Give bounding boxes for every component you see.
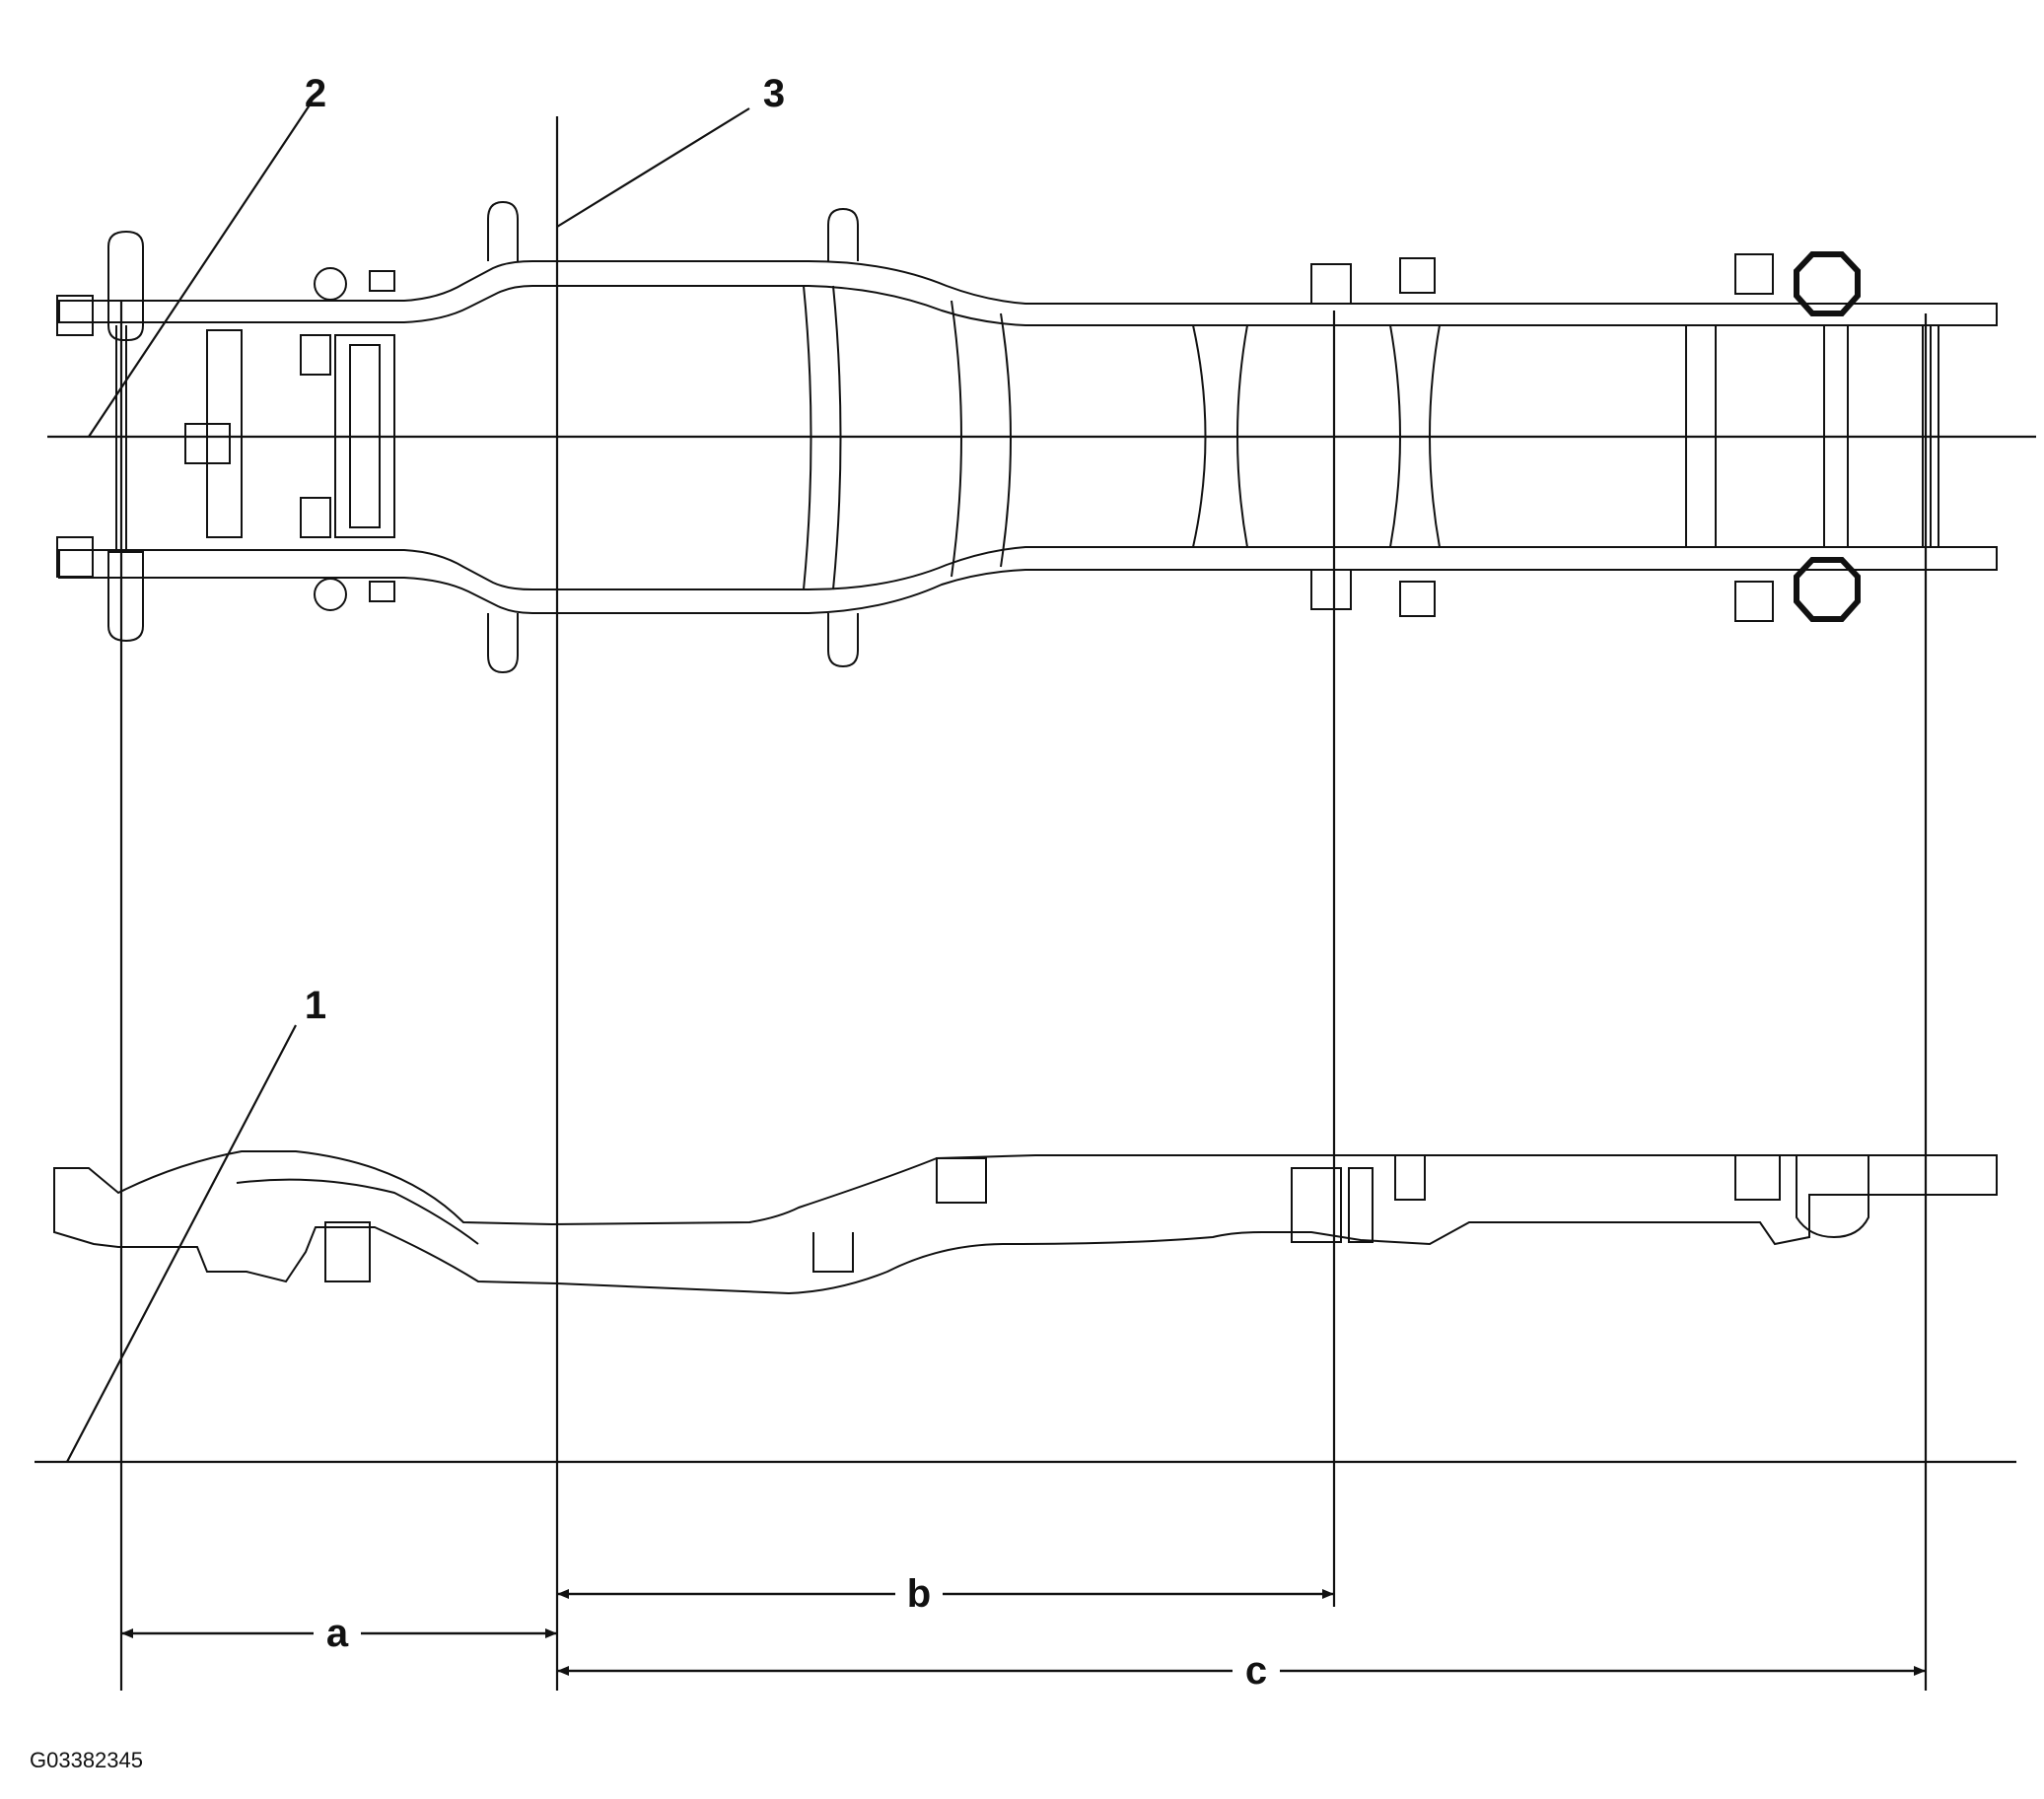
leader-2 — [88, 103, 312, 438]
rear-spring-hanger-lower — [1794, 557, 1861, 622]
frame-top-view — [56, 200, 1998, 674]
frame-side-view — [53, 1150, 1998, 1295]
radiator-support — [334, 334, 395, 538]
callout-2-label: 2 — [305, 72, 326, 115]
crossmember-4 — [1389, 324, 1441, 548]
reference-lines — [35, 116, 2036, 1691]
body-mount-1-lower — [487, 613, 519, 674]
front-hook-upper — [107, 230, 144, 341]
crossmember-6 — [1823, 324, 1849, 548]
side-mount-2 — [1394, 1154, 1426, 1201]
lower-frame-rail — [58, 546, 1998, 614]
rear-mount-upper-1 — [1310, 263, 1352, 305]
front-bumper-bracket-lower — [56, 536, 94, 578]
side-mount-1 — [1291, 1167, 1342, 1243]
side-crossmember-front — [324, 1221, 371, 1282]
side-mount-3 — [1734, 1154, 1781, 1201]
side-spring-hanger — [1796, 1155, 1869, 1239]
rear-mount-lower-3 — [1734, 581, 1774, 622]
figure-id: G03382345 — [30, 1748, 143, 1772]
callout-leaders — [66, 103, 750, 1463]
body-mount-2-lower — [827, 613, 859, 668]
front-mount-upper — [314, 267, 347, 301]
dimension-b-label: b — [907, 1572, 931, 1616]
dimension-lines — [121, 1589, 1926, 1676]
crossmember-1 — [803, 285, 842, 590]
side-frame-rail — [53, 1150, 1998, 1295]
dimension-a-label: a — [326, 1612, 349, 1655]
crossmember-3 — [1192, 324, 1248, 548]
upper-frame-rail — [58, 260, 1998, 326]
crossmember-5 — [1685, 324, 1717, 548]
front-hook-lower — [107, 551, 144, 643]
body-mount-2-upper — [827, 207, 859, 261]
crossmember-2 — [951, 300, 1012, 578]
callout-3-label: 3 — [763, 72, 785, 115]
body-mount-1-upper — [487, 200, 519, 261]
rear-mount-lower-1 — [1310, 569, 1352, 610]
callout-1-label: 1 — [305, 984, 326, 1027]
leader-1 — [66, 1024, 297, 1463]
rear-spring-hanger-upper — [1794, 251, 1861, 316]
rear-mount-lower-2 — [1399, 581, 1436, 617]
rear-mount-upper-2 — [1399, 257, 1436, 294]
front-crossmember — [206, 329, 243, 538]
front-mount-lower — [314, 578, 347, 611]
leader-3 — [556, 107, 750, 228]
dimension-c-label: c — [1245, 1649, 1267, 1693]
front-bumper-bracket-upper — [56, 295, 94, 336]
rear-mount-upper-3 — [1734, 253, 1774, 295]
